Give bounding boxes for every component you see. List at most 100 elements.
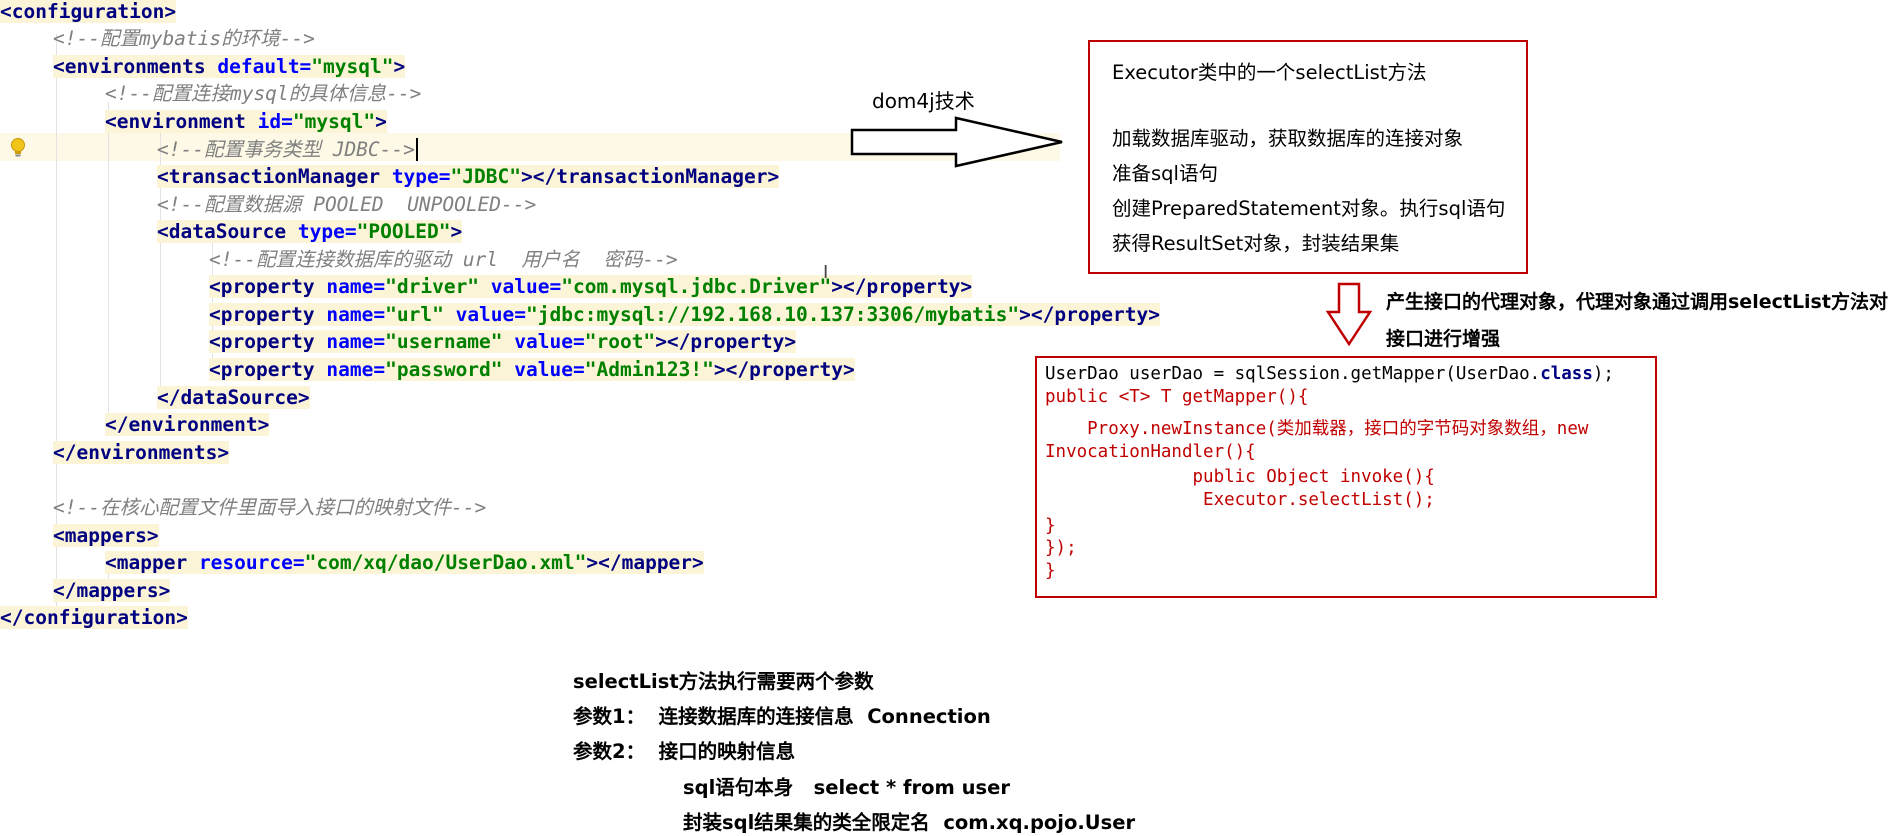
code-line-11: <property name="driver" value="com.mysql… bbox=[209, 275, 973, 299]
indent-guide bbox=[108, 102, 109, 430]
bottom-note-param2: 参数2： 接口的映射信息 bbox=[573, 740, 796, 763]
xml-attr: value= bbox=[514, 358, 585, 381]
down-arrow-icon bbox=[1325, 282, 1373, 347]
indent-guide bbox=[108, 564, 109, 588]
xml-tag: <environments bbox=[53, 55, 206, 78]
right-arrow-icon bbox=[850, 116, 1063, 168]
xml-value: "password" bbox=[385, 358, 503, 381]
xml-value: "POOLED" bbox=[356, 220, 451, 243]
xml-attr: default= bbox=[217, 55, 312, 78]
lightbulb-icon[interactable] bbox=[9, 137, 27, 159]
xml-comment: <!--配置数据源 POOLED UNPOOLED--> bbox=[157, 193, 537, 216]
xml-tag: ></mapper> bbox=[586, 551, 704, 574]
xml-value: "jdbc:mysql://192.168.10.137:3306/mybati… bbox=[526, 303, 1020, 326]
code-line-5: <environment id="mysql"> bbox=[105, 110, 387, 134]
xml-tag: > bbox=[375, 110, 387, 133]
xml-attr: type= bbox=[391, 165, 451, 188]
xml-attr: type= bbox=[297, 220, 357, 243]
xml-comment: <!--配置mybatis的环境--> bbox=[53, 27, 315, 50]
code-line-6: <!--配置事务类型 JDBC--> bbox=[157, 138, 418, 162]
mapper-code-line: InvocationHandler(){ bbox=[1045, 442, 1256, 462]
xml-tag: ></property> bbox=[713, 358, 855, 381]
xml-value: "JDBC" bbox=[450, 165, 521, 188]
code-keyword: class bbox=[1540, 364, 1593, 384]
xml-tag: <property bbox=[209, 330, 315, 353]
xml-value: "com/xq/dao/UserDao.xml" bbox=[304, 551, 587, 574]
xml-comment: <!--配置连接mysql的具体信息--> bbox=[105, 82, 422, 105]
mapper-code-line: UserDao userDao = sqlSession.getMapper(U… bbox=[1045, 364, 1614, 384]
mapper-code-line: } bbox=[1045, 516, 1056, 536]
xml-tag: ></property> bbox=[831, 275, 973, 298]
xml-tag: <mapper bbox=[105, 551, 188, 574]
code-line-20: <mapper resource="com/xq/dao/UserDao.xml… bbox=[105, 551, 704, 575]
xml-tag: </configuration> bbox=[0, 606, 188, 629]
xml-tag: ></property> bbox=[655, 330, 797, 353]
code-line-18: <!--在核心配置文件里面导入接口的映射文件--> bbox=[53, 496, 486, 520]
code-line-3: <environments default="mysql"> bbox=[53, 55, 406, 79]
xml-attr: value= bbox=[455, 303, 527, 326]
xml-value: "root" bbox=[584, 330, 656, 353]
executor-step: 获得ResultSet对象，封装结果集 bbox=[1112, 232, 1400, 255]
xml-comment: <!--配置连接数据库的驱动 url 用户名 密码--> bbox=[209, 248, 678, 271]
executor-step: 创建PreparedStatement对象。执行sql语句 bbox=[1112, 197, 1506, 220]
code-line-19: <mappers> bbox=[53, 524, 159, 548]
xml-tag: </mappers> bbox=[53, 579, 171, 602]
xml-tag: </dataSource> bbox=[157, 386, 310, 409]
xml-value: "url" bbox=[385, 303, 444, 326]
code-line-7: <transactionManager type="JDBC"></transa… bbox=[157, 165, 780, 189]
code-line-10: <!--配置连接数据库的驱动 url 用户名 密码--> bbox=[209, 248, 678, 272]
code-line-13: <property name="username" value="root"><… bbox=[209, 330, 797, 354]
xml-value: "mysql" bbox=[311, 55, 394, 78]
xml-tag: <property bbox=[209, 358, 315, 381]
text-caret bbox=[415, 138, 418, 161]
proxy-note-line1: 产生接口的代理对象，代理对象通过调用selectList方法对 bbox=[1386, 291, 1888, 313]
xml-tag: <dataSource bbox=[157, 220, 287, 243]
bottom-note-sql: sql语句本身 select * from user bbox=[683, 776, 1010, 799]
code-line-22: </configuration> bbox=[0, 606, 188, 630]
mapper-code-line: public <T> T getMapper(){ bbox=[1045, 387, 1309, 407]
code-line-16: </environment> bbox=[105, 413, 270, 437]
executor-explanation-box: Executor类中的一个selectList方法 加载数据库驱动，获取数据库的… bbox=[1088, 40, 1528, 274]
arrow-label: dom4j技术 bbox=[872, 89, 975, 113]
code-line-12: <property name="url" value="jdbc:mysql:/… bbox=[209, 303, 1161, 327]
xml-editor[interactable]: <configuration> <!--配置mybatis的环境--> <env… bbox=[0, 0, 1290, 640]
xml-tag: ></transactionManager> bbox=[520, 165, 780, 188]
bottom-note-resulttype: 封装sql结果集的类全限定名 com.xq.pojo.User bbox=[683, 811, 1136, 834]
bottom-note-title: selectList方法执行需要两个参数 bbox=[573, 670, 874, 693]
code-text: ); bbox=[1592, 364, 1614, 384]
xml-tag: </environment> bbox=[105, 413, 270, 436]
executor-step: 加载数据库驱动，获取数据库的连接对象 bbox=[1112, 127, 1464, 150]
mapper-code-line: } bbox=[1045, 561, 1056, 581]
xml-attr: name= bbox=[326, 330, 386, 353]
code-text: UserDao userDao = sqlSession.getMapper(U… bbox=[1045, 364, 1541, 384]
xml-value: "driver" bbox=[385, 275, 480, 298]
code-line-9: <dataSource type="POOLED"> bbox=[157, 220, 463, 244]
xml-comment: <!--配置事务类型 JDBC--> bbox=[157, 138, 415, 161]
xml-value: "com.mysql.jdbc.Driver" bbox=[561, 275, 832, 298]
xml-attr: name= bbox=[326, 358, 386, 381]
xml-tag: <configuration> bbox=[0, 0, 177, 23]
xml-value: "Admin123!" bbox=[584, 358, 714, 381]
xml-tag: <environment bbox=[105, 110, 246, 133]
mouse-ibeam-cursor: I bbox=[823, 262, 829, 283]
code-line-1: <configuration> bbox=[0, 0, 177, 24]
xml-attr: value= bbox=[514, 330, 585, 353]
indent-guide bbox=[160, 126, 161, 402]
xml-attr: id= bbox=[257, 110, 293, 133]
indent-guide bbox=[56, 34, 57, 614]
xml-attr: name= bbox=[326, 303, 386, 326]
xml-tag: ></property> bbox=[1019, 303, 1161, 326]
mapper-code-line: Executor.selectList(); bbox=[1045, 490, 1435, 510]
xml-value: "username" bbox=[385, 330, 503, 353]
xml-comment: <!--在核心配置文件里面导入接口的映射文件--> bbox=[53, 496, 487, 519]
code-line-8: <!--配置数据源 POOLED UNPOOLED--> bbox=[157, 193, 536, 217]
xml-tag: </environments> bbox=[53, 441, 230, 464]
xml-attr: resource= bbox=[198, 551, 305, 574]
getmapper-code-box: UserDao userDao = sqlSession.getMapper(U… bbox=[1035, 356, 1657, 598]
xml-attr: value= bbox=[490, 275, 562, 298]
xml-tag: > bbox=[393, 55, 406, 78]
code-line-4: <!--配置连接mysql的具体信息--> bbox=[105, 82, 421, 106]
code-line-14: <property name="password" value="Admin12… bbox=[209, 358, 855, 382]
code-line-2: <!--配置mybatis的环境--> bbox=[53, 27, 315, 51]
mapper-code-line: Proxy.newInstance(类加载器，接口的字节码对象数组，new bbox=[1045, 419, 1589, 439]
